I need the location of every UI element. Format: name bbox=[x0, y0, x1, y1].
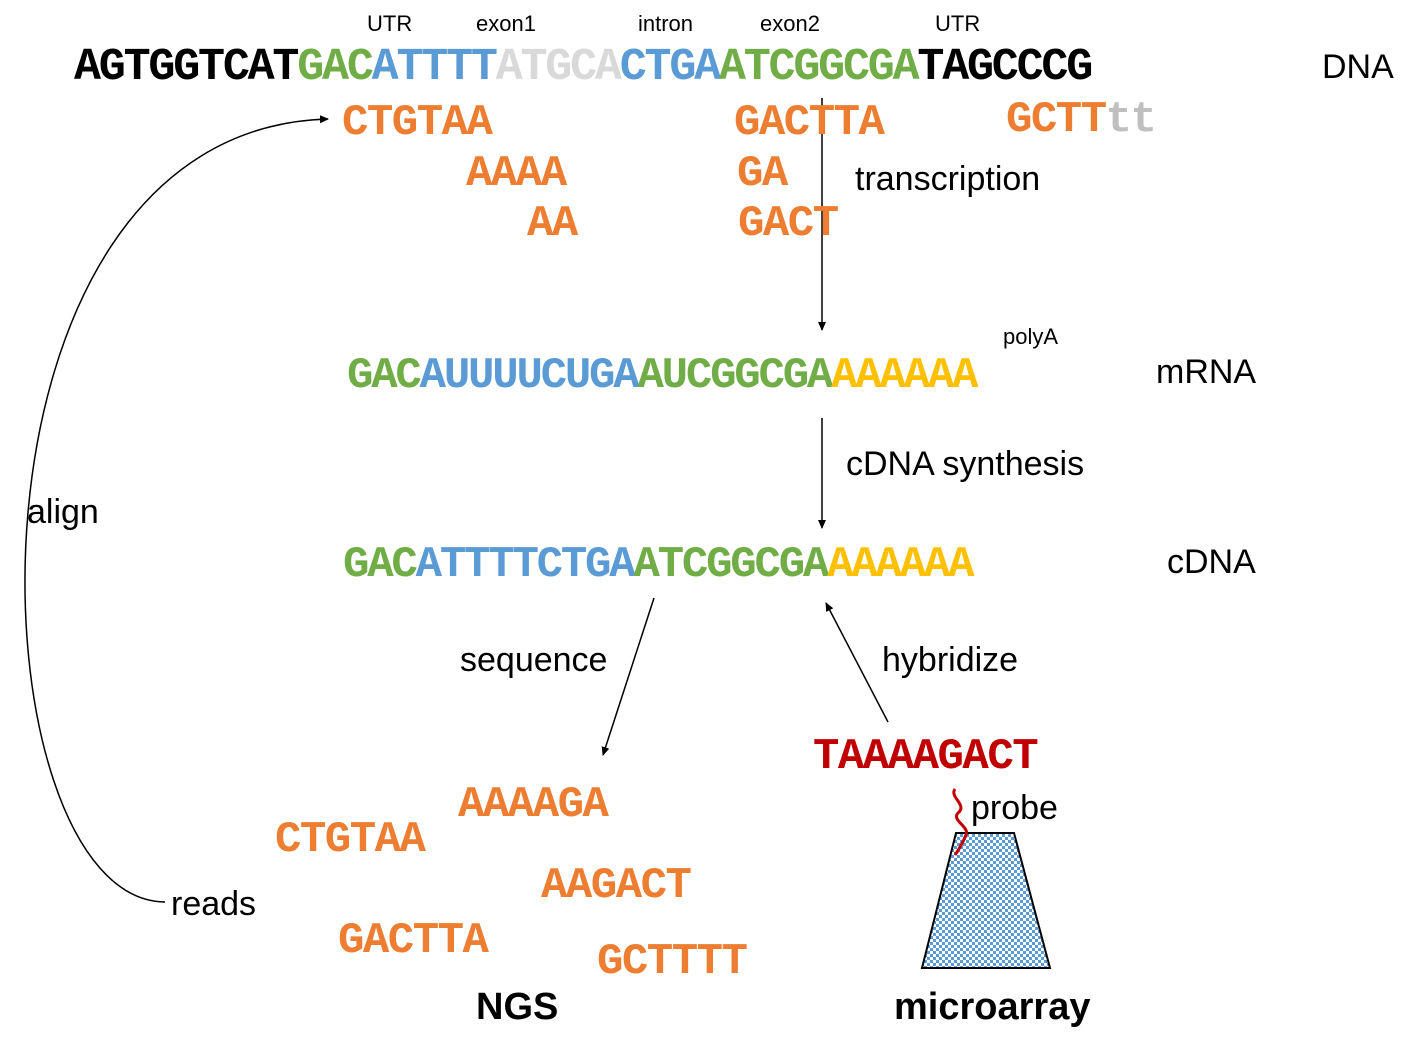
region-utr-2: UTR bbox=[935, 11, 981, 36]
dna-left-flank: AGTGGTCAT bbox=[74, 42, 299, 93]
polya-label: polyA bbox=[1003, 324, 1059, 349]
dna-exon1: ATTTT bbox=[371, 42, 498, 93]
ngs-read-4: GACTTA bbox=[338, 916, 489, 966]
mrna-polya: AAAAAA bbox=[831, 351, 978, 401]
region-exon1: exon1 bbox=[476, 11, 536, 36]
region-intron: intron bbox=[638, 11, 694, 36]
ngs-read-5: GCTTTT bbox=[597, 937, 748, 987]
dna-read-6: GACT bbox=[738, 199, 839, 249]
dna-utr1: GAC bbox=[297, 42, 374, 93]
cdna-utr1: GAC bbox=[343, 540, 418, 590]
dna-right-flank: TAGCCCG bbox=[917, 42, 1093, 93]
reads-label: reads bbox=[171, 885, 257, 923]
cdna-label: cDNA bbox=[1167, 543, 1256, 581]
dna-read-4: GACTTA bbox=[734, 98, 885, 148]
align-label: align bbox=[27, 493, 99, 531]
ngs-read-2: CTGTAA bbox=[275, 815, 426, 865]
dna-utr2: ATCGGCGA bbox=[718, 42, 920, 93]
cdna-synthesis-label: cDNA synthesis bbox=[846, 445, 1085, 483]
dna-intron: ATGCA bbox=[495, 42, 622, 93]
mrna-exon: AUUUUCUGA bbox=[419, 351, 640, 401]
microarray-chip bbox=[920, 832, 1052, 969]
hybridize-arrow bbox=[825, 602, 889, 723]
dna-label: DNA bbox=[1322, 48, 1394, 86]
cdna-utr2: ATCGGCGA bbox=[633, 540, 829, 590]
mrna-utr1: GAC bbox=[347, 351, 422, 401]
probe-sequence: TAAAAGACT bbox=[813, 732, 1039, 782]
transcription-label: transcription bbox=[855, 160, 1041, 198]
dna-sequence: AGTGGTCATGACATTTTATGCACTGAATCGGCGATAGCCC… bbox=[74, 42, 1093, 93]
dna-read-3: AA bbox=[527, 199, 578, 249]
region-exon2: exon2 bbox=[760, 11, 820, 36]
probe-label: probe bbox=[971, 789, 1058, 827]
dna-exon2: CTGA bbox=[619, 42, 721, 93]
cdna-sequence: GACATTTTCTGAATCGGCGAAAAAAA bbox=[343, 540, 975, 590]
hybridize-label: hybridize bbox=[882, 641, 1019, 679]
dna-read-7-tail: tt bbox=[1105, 95, 1157, 145]
dna-read-5: GA bbox=[737, 149, 788, 199]
probe-squiggle bbox=[952, 788, 968, 856]
dna-read-2: AAAA bbox=[466, 149, 567, 199]
microarray-title: microarray bbox=[894, 986, 1091, 1028]
region-utr-1: UTR bbox=[367, 11, 413, 36]
dna-read-7-main: GCTT bbox=[1006, 95, 1107, 145]
sequence-label: sequence bbox=[460, 641, 608, 679]
cdna-polya: AAAAAA bbox=[827, 540, 974, 590]
ngs-title: NGS bbox=[476, 986, 559, 1028]
sequence-arrow bbox=[601, 597, 655, 756]
dna-read-1: CTGTAA bbox=[342, 98, 493, 148]
ngs-read-3: AAGACT bbox=[541, 861, 692, 911]
dna-read-7: GCTTtt bbox=[1006, 95, 1157, 145]
mrna-sequence: GACAUUUUCUGAAUCGGCGAAAAAAA bbox=[347, 351, 979, 401]
mrna-utr2: AUCGGCGA bbox=[637, 351, 833, 401]
cdna-exon: ATTTTCTGA bbox=[415, 540, 636, 590]
ngs-read-1: AAAAGA bbox=[458, 780, 609, 830]
align-arrow bbox=[24, 115, 329, 903]
mrna-label: mRNA bbox=[1156, 353, 1257, 391]
